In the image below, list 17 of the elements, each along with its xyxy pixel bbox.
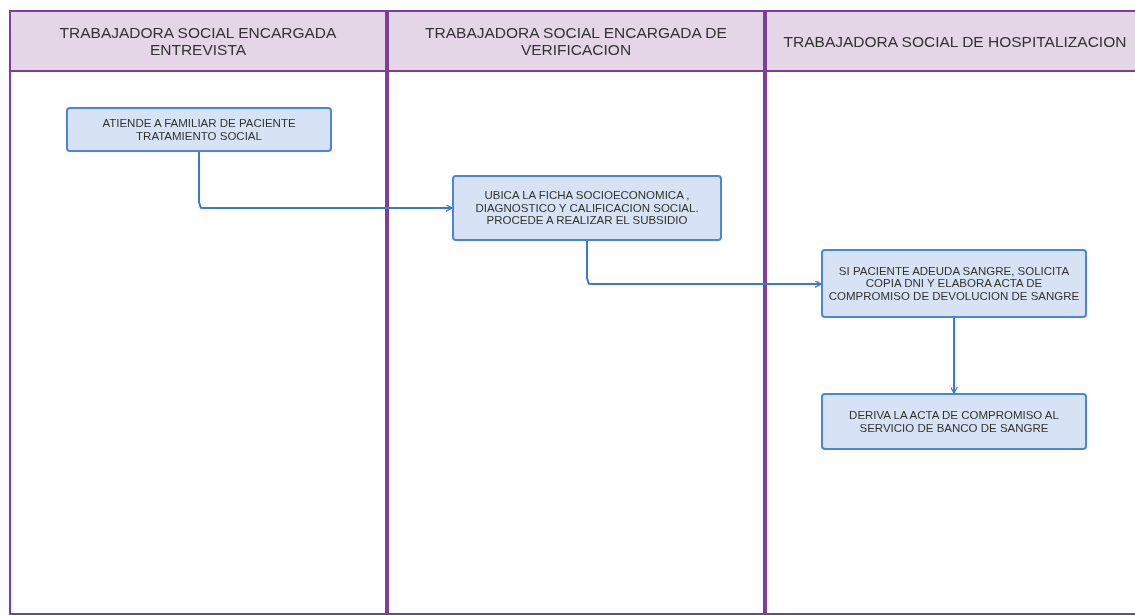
process-box bbox=[452, 175, 722, 241]
arrow bbox=[949, 317, 959, 394]
step-text: UBICA LA FICHA SOCIOECONOMICA , DIAGNOSTICO Y CALIFICACION SOCIAL. PROCEDE A REALIZAR EL SUBSIDIO bbox=[474, 189, 700, 227]
lane-title: TRABAJADORA SOCIAL ENCARGADA ENTREVISTA bbox=[58, 24, 338, 58]
step-text: ATIENDE A FAMILIAR DE PACIENTE TRATAMIENTO SOCIAL bbox=[101, 116, 297, 143]
arrow bbox=[586, 240, 822, 289]
swimlane bbox=[765, 10, 1135, 615]
process-box bbox=[821, 393, 1087, 450]
lane-title: TRABAJADORA SOCIAL DE HOSPITALIZACION bbox=[783, 32, 1127, 50]
step-text: DERIVA LA ACTA DE COMPROMISO AL SERVICIO DE BANCO DE SANGRE bbox=[848, 408, 1060, 435]
step-text: SI PACIENTE ADEUDA SANGRE, SOLICITA COPIA DNI Y ELABORA ACTA DE COMPROMISO DE DEVOLUCION DE SANGRE bbox=[827, 264, 1081, 303]
swimlane bbox=[387, 10, 765, 615]
process-box bbox=[66, 107, 332, 152]
arrow bbox=[198, 151, 453, 213]
swimlane bbox=[9, 10, 387, 615]
process-box bbox=[821, 249, 1087, 318]
lane-title: TRABAJADORA SOCIAL ENCARGADA DE VERIFICACION bbox=[424, 24, 728, 58]
